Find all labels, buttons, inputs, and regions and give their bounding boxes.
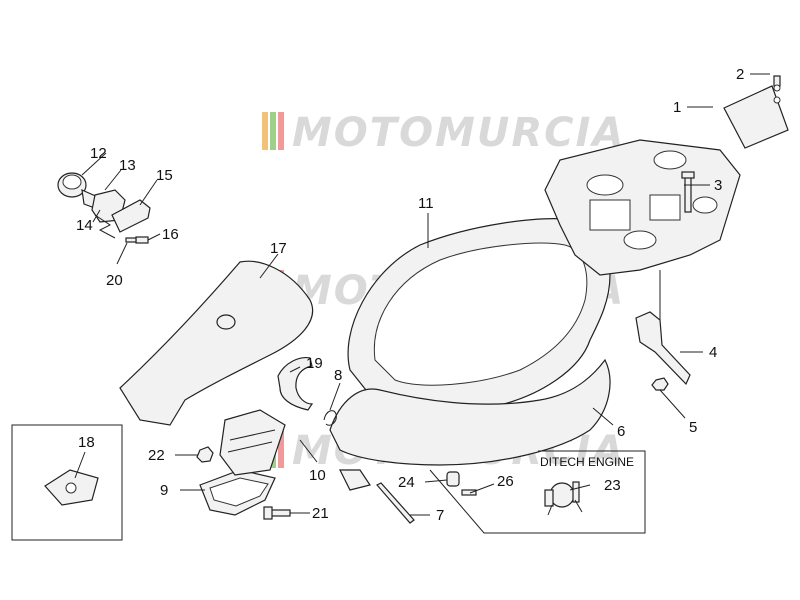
callout-labels: 1 2 3 4 5 6 7 8 9 10 11 12 13 14 15 16 1… — [76, 66, 744, 524]
callout-19: 19 — [306, 355, 323, 372]
callout-3: 3 — [714, 177, 722, 194]
part-8-pin — [323, 410, 337, 426]
part-22-nut — [196, 446, 214, 463]
part-18-inset-box — [11, 424, 123, 541]
callout-9: 9 — [160, 482, 168, 499]
callout-12: 12 — [90, 145, 107, 162]
callout-11: 11 — [418, 195, 434, 212]
callout-2: 2 — [736, 66, 744, 83]
part-24-spacer — [446, 471, 460, 487]
callout-22: 22 — [148, 447, 165, 464]
part-23-sensor — [544, 481, 583, 516]
ditech-engine-title: DITECH ENGINE — [540, 455, 634, 469]
callout-18: 18 — [78, 434, 95, 451]
callout-26: 26 — [497, 473, 514, 490]
part-17-side-panel — [119, 260, 314, 426]
callout-24: 24 — [398, 474, 415, 491]
callout-6: 6 — [617, 423, 625, 440]
part-9-hinge-bracket — [199, 409, 286, 516]
callout-7: 7 — [436, 507, 444, 524]
part-1-cover-plate — [723, 85, 789, 149]
part-6-lower-housing — [329, 358, 611, 491]
part-3-screw — [681, 171, 695, 213]
callout-4: 4 — [709, 344, 717, 361]
part-12-lock-cylinder — [57, 172, 101, 211]
part-4-bracket — [635, 311, 691, 386]
callout-5: 5 — [689, 419, 697, 436]
part-14-spring — [94, 214, 116, 239]
ditech-engine-inset: DITECH ENGINE — [429, 450, 646, 534]
leader-lines — [74, 73, 770, 516]
callout-13: 13 — [119, 157, 136, 174]
watermark-top: MOTOMURCIA — [262, 110, 625, 156]
callout-15: 15 — [156, 167, 173, 184]
part-2-screw — [773, 75, 781, 92]
callout-17: 17 — [270, 240, 287, 257]
part-16-screw — [125, 236, 149, 244]
part-26-screw — [461, 489, 477, 496]
callout-1: 1 — [673, 99, 681, 116]
part-19-clip — [277, 357, 314, 411]
part-15-lock-lever — [111, 199, 151, 233]
callout-21: 21 — [312, 505, 329, 522]
callout-16: 16 — [162, 226, 179, 243]
callout-8: 8 — [334, 367, 342, 384]
callout-10: 10 — [309, 467, 326, 484]
watermark-text: MOTOMURCIA — [292, 110, 625, 156]
callout-23: 23 — [604, 477, 621, 494]
callout-14: 14 — [76, 217, 93, 234]
part-5-nut — [651, 377, 669, 391]
callout-20: 20 — [106, 272, 123, 289]
part-7-rod — [376, 482, 415, 524]
part-21-bolt — [263, 506, 291, 520]
part-11-helmet-compartment — [347, 139, 741, 411]
